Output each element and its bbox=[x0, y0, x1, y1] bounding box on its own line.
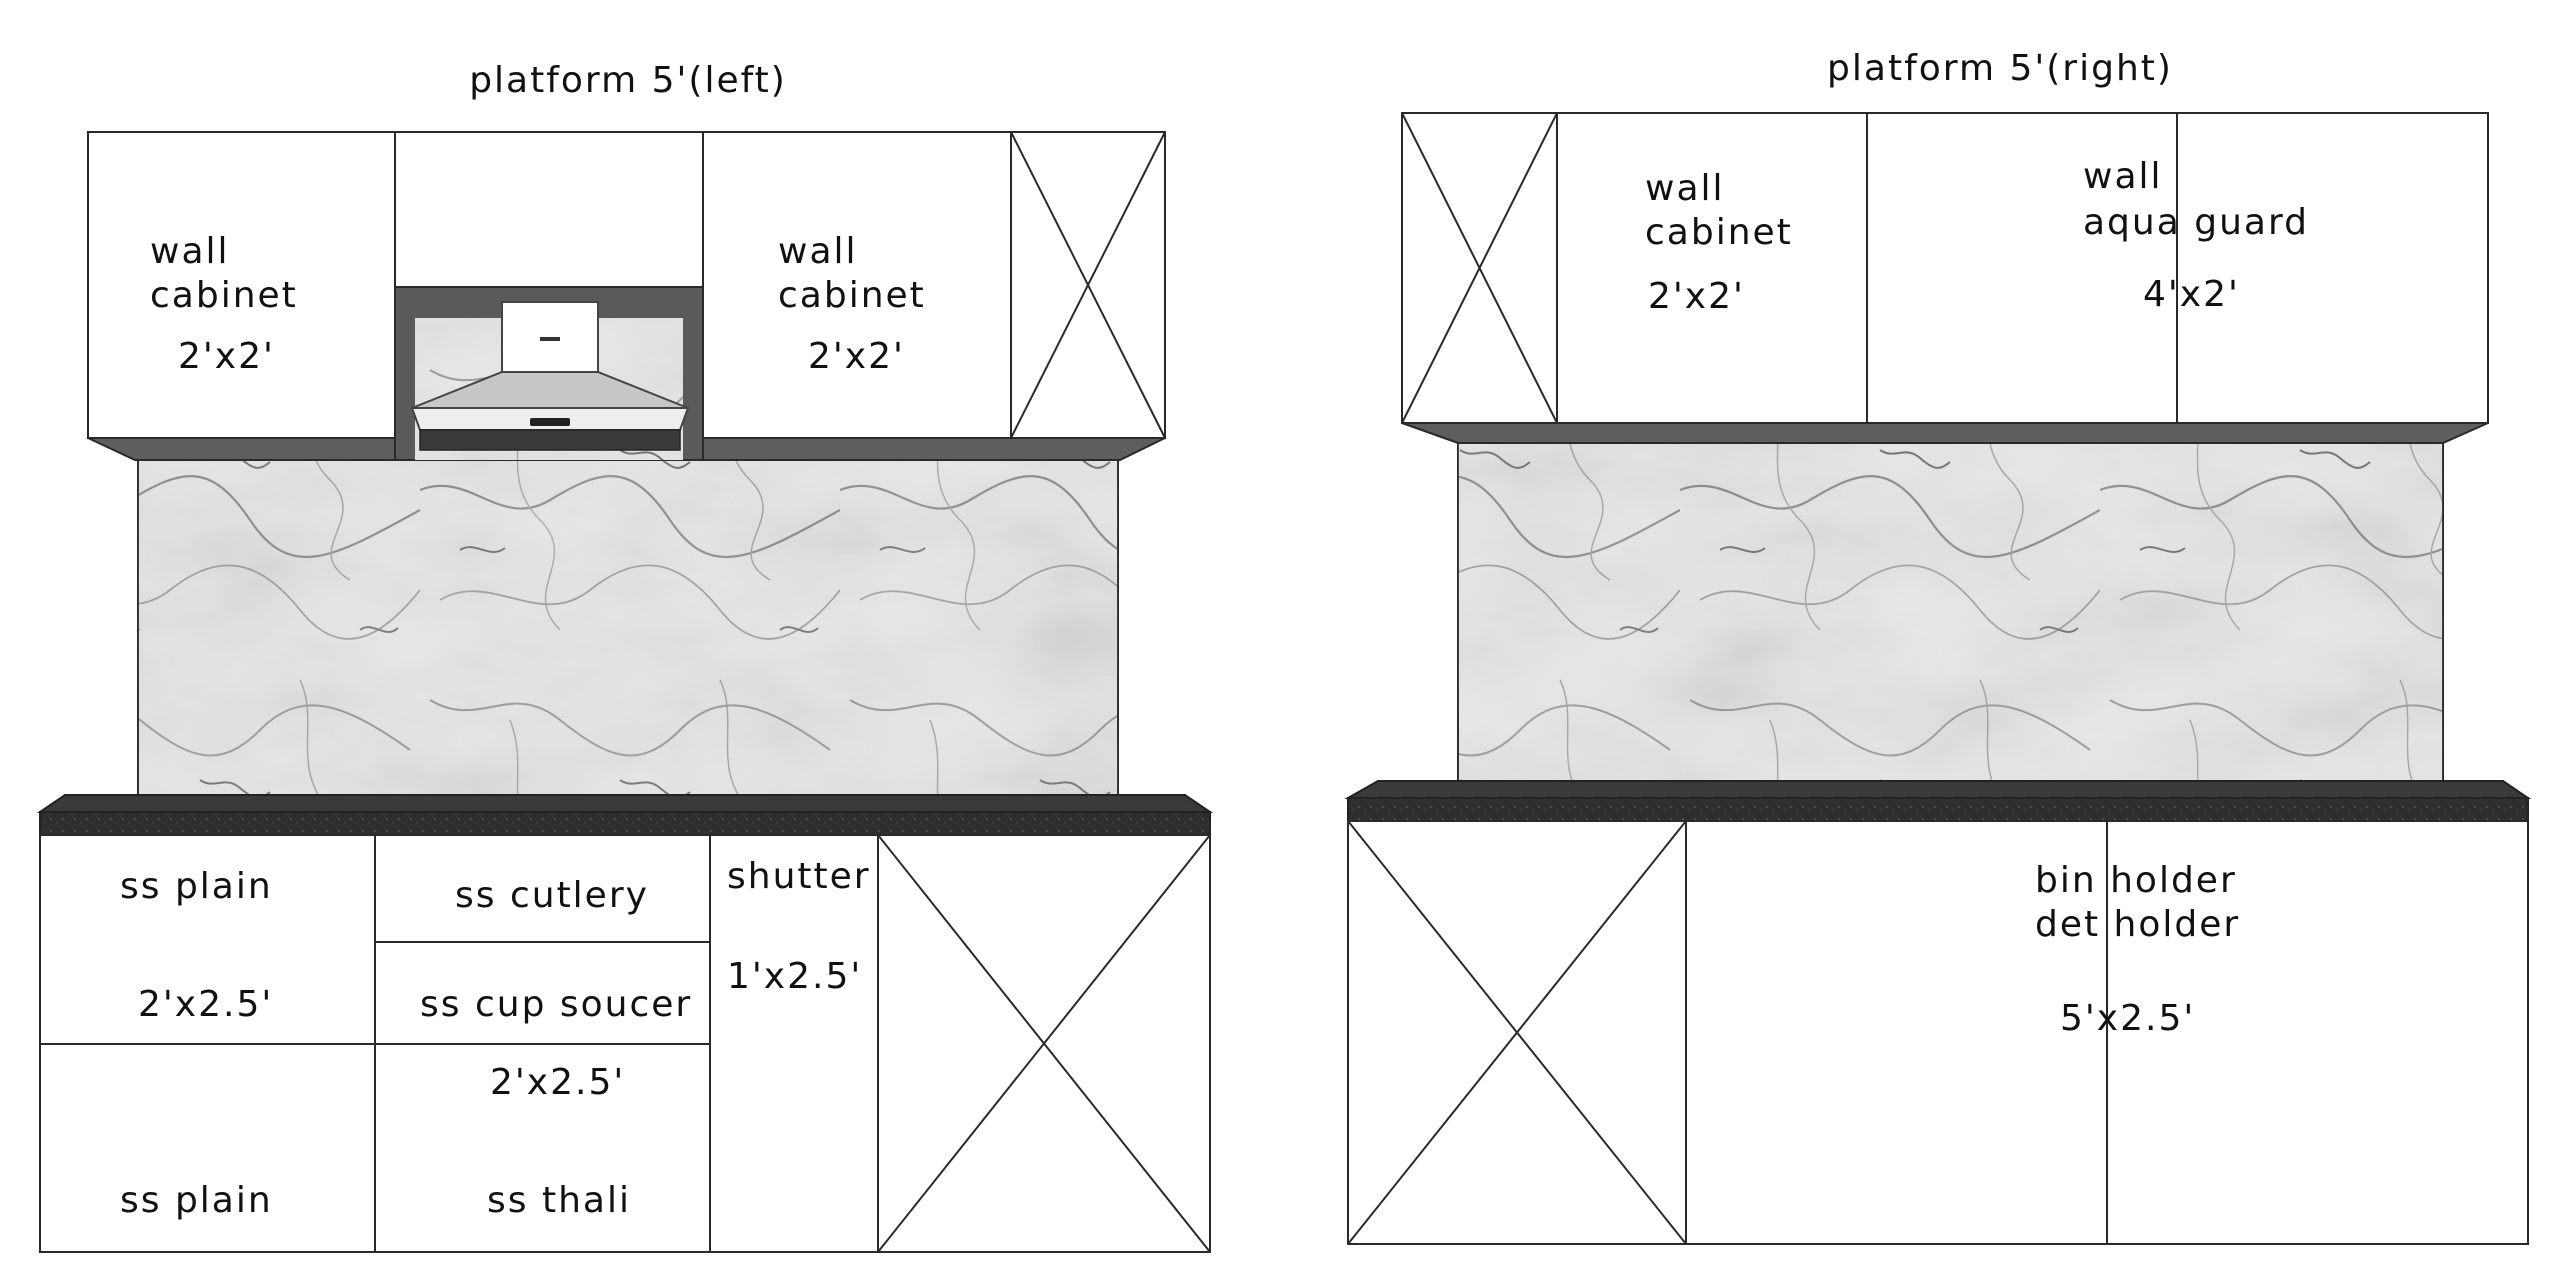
right-elevation: platform 5'(right) wall cabinet 2'x2' wa… bbox=[1344, 48, 2532, 1245]
right-wall-cabinet bbox=[1556, 112, 1868, 424]
wall-cabinet-2 bbox=[702, 131, 1012, 439]
left-elevation: platform 5'(left) bbox=[36, 60, 1214, 1253]
mid-drawer-size: 2'x2.5' bbox=[490, 1062, 625, 1103]
left-counter-top bbox=[36, 794, 1214, 836]
aqua-guard-line1: wall bbox=[2083, 156, 2163, 197]
right-base-cabinets: bin holder det holder 5'x2.5' bbox=[1347, 820, 2529, 1245]
right-counter-top bbox=[1344, 780, 2532, 822]
ss-plain-top-label: ss plain bbox=[120, 866, 273, 907]
right-wall-cabinets: wall cabinet 2'x2' wall aqua guard 4'x2' bbox=[1401, 112, 2489, 444]
right-title: platform 5'(right) bbox=[1827, 48, 2173, 89]
wall-cabinet-2-line2: cabinet bbox=[778, 275, 926, 316]
right-wall-cabinet-line2: cabinet bbox=[1645, 212, 1793, 253]
right-wall-cabinet-size: 2'x2' bbox=[1648, 276, 1745, 317]
right-base-size: 5'x2.5' bbox=[2060, 998, 2195, 1039]
ss-plain-size: 2'x2.5' bbox=[138, 984, 273, 1025]
ss-cutlery-label: ss cutlery bbox=[455, 875, 649, 916]
shutter-label: shutter bbox=[727, 856, 871, 897]
aqua-guard-size: 4'x2' bbox=[2143, 274, 2240, 315]
left-backsplash bbox=[137, 459, 1119, 796]
left-title: platform 5'(left) bbox=[469, 60, 787, 101]
wall-cabinet-2-size: 2'x2' bbox=[808, 336, 905, 377]
aqua-guard-line2: aqua guard bbox=[2083, 202, 2309, 243]
ss-thali-label: ss thali bbox=[487, 1180, 631, 1221]
wall-cabinet-1 bbox=[87, 131, 396, 439]
right-wall-cabinet-line1: wall bbox=[1645, 168, 1725, 209]
left-base-cabinets: ss plain 2'x2.5' ss plain ss cutlery ss … bbox=[39, 834, 1211, 1253]
hood-cabinet bbox=[394, 131, 704, 288]
left-wall-cabinets: wall cabinet 2'x2' wall cabinet 2'x2' bbox=[87, 131, 1166, 461]
wall-cabinet-2-line1: wall bbox=[778, 231, 858, 272]
det-holder-label: det holder bbox=[2035, 904, 2240, 945]
chimney-hood bbox=[410, 301, 690, 451]
wall-cabinet-1-line2: cabinet bbox=[150, 275, 298, 316]
shutter-size: 1'x2.5' bbox=[727, 956, 862, 997]
ss-plain-bottom-label: ss plain bbox=[120, 1180, 273, 1221]
right-backsplash bbox=[1457, 442, 2444, 782]
wall-cabinet-1-size: 2'x2' bbox=[178, 336, 275, 377]
ss-cup-soucer-label: ss cup soucer bbox=[420, 984, 692, 1025]
wall-cabinet-1-line1: wall bbox=[150, 231, 230, 272]
bin-holder-label: bin holder bbox=[2035, 860, 2237, 901]
